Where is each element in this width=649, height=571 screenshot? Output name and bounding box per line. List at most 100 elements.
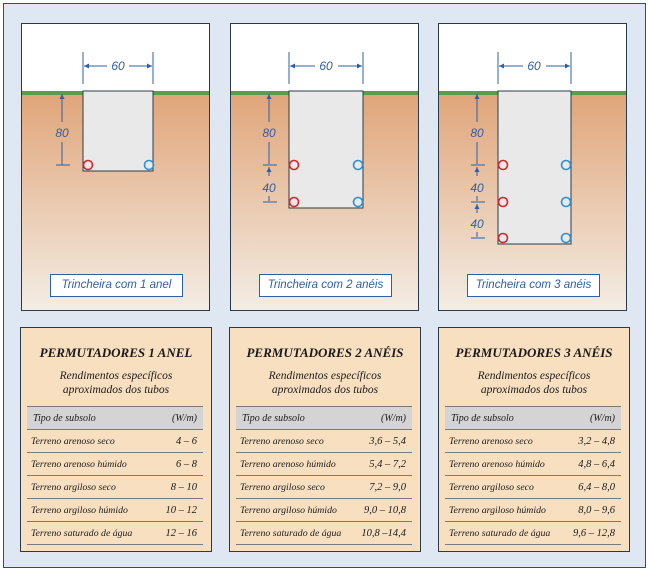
pipe-blue [143, 159, 155, 171]
yield-value: 9,0 – 10,8 [364, 504, 406, 516]
yield-value: 5,4 – 7,2 [369, 458, 406, 470]
table-row: Terreno argiloso seco 8 – 10 [27, 476, 203, 499]
yield-value: 9,6 – 12,8 [573, 527, 615, 539]
dimension-width-label: 60 [319, 59, 333, 73]
card-subtitle-line: aproximados dos tubos [62, 384, 170, 396]
trench [497, 90, 572, 245]
trench-panel-2: 60 80 40 Trincheira com 2 anéis [230, 23, 419, 311]
pipe-red [497, 159, 509, 171]
soil-type: Terreno argiloso húmido [31, 504, 128, 516]
card-subtitle: Rendimentos específicos aproximados dos … [439, 369, 629, 397]
yield-value: 8 – 10 [170, 481, 197, 493]
table-header: Tipo de subsolo (W/m) [236, 406, 412, 430]
trench-diagram-3: 60 80 40 40 [439, 52, 626, 310]
table-header: Tipo de subsolo (W/m) [445, 406, 621, 430]
pipe-red [288, 196, 300, 208]
table-row: Terreno saturado de água 10,8 –14,4 [236, 522, 412, 545]
pipe-red [497, 232, 509, 244]
card-subtitle-line: aproximados dos tubos [480, 384, 588, 396]
trench [82, 90, 154, 172]
yield-value: 3,2 – 4,8 [578, 435, 615, 447]
soil-type: Terreno saturado de água [449, 527, 551, 539]
yield-value: 7,2 – 9,0 [369, 481, 406, 493]
card-subtitle-line: Rendimentos específicos [477, 370, 591, 382]
yield-table: Tipo de subsolo (W/m) Terreno arenoso se… [445, 406, 621, 545]
card-subtitle-line: aproximados dos tubos [271, 384, 379, 396]
soil-type: Terreno arenoso seco [31, 435, 115, 447]
trench [288, 90, 364, 209]
yield-value: 10 – 12 [165, 504, 198, 516]
yield-value: 4 – 6 [176, 435, 197, 447]
panel-caption: Trincheira com 1 anel [50, 274, 183, 297]
soil-type: Terreno saturado de água [31, 527, 133, 539]
trench-panel-1: 60 80 Trincheira com 1 anel [21, 23, 210, 311]
yield-value: 4,8 – 6,4 [578, 458, 615, 470]
pipe-red [497, 196, 509, 208]
exchanger-card-3: PERMUTADORES 3 ANÉIS Rendimentos específ… [438, 327, 630, 552]
soil-type: Terreno arenoso húmido [31, 458, 127, 470]
yield-value: 10,8 –14,4 [361, 527, 406, 539]
panel-caption: Trincheira com 2 anéis [259, 274, 392, 297]
pipe-blue [352, 159, 364, 171]
card-title: PERMUTADORES 3 ANÉIS [455, 345, 613, 360]
yield-table: Tipo de subsolo (W/m) Terreno arenoso se… [27, 406, 203, 545]
card-subtitle: Rendimentos específicos aproximados dos … [21, 369, 211, 397]
table-row: Terreno saturado de água 9,6 – 12,8 [445, 522, 621, 545]
dimension-width-label: 60 [527, 59, 541, 73]
card-subtitle-line: Rendimentos específicos [268, 370, 382, 382]
card-subtitle: Rendimentos específicos aproximados dos … [230, 369, 420, 397]
table-row: Terreno argiloso húmido 9,0 – 10,8 [236, 499, 412, 522]
trench-panel-3: 60 80 40 40 Trincheira com 3 anéis [438, 23, 627, 311]
exchanger-card-2: PERMUTADORES 2 ANÉIS Rendimentos específ… [229, 327, 421, 552]
pipe-blue [560, 196, 572, 208]
dimension-depth-label: 40 [470, 181, 484, 195]
card-title: PERMUTADORES 1 ANEL [39, 345, 193, 360]
column-header-unit: (W/m) [381, 412, 406, 424]
table-row: Terreno argiloso húmido 10 – 12 [27, 499, 203, 522]
card-title: PERMUTADORES 2 ANÉIS [246, 345, 404, 360]
table-row: Terreno arenoso húmido 5,4 – 7,2 [236, 453, 412, 476]
pipe-blue [560, 159, 572, 171]
soil-type: Terreno arenoso húmido [240, 458, 336, 470]
soil-type: Terreno arenoso húmido [449, 458, 545, 470]
card-subtitle-line: Rendimentos específicos [59, 370, 173, 382]
yield-value: 3,6 – 5,4 [369, 435, 406, 447]
column-header-type: Tipo de subsolo [451, 412, 514, 424]
soil-type: Terreno arenoso seco [240, 435, 324, 447]
soil-type: Terreno saturado de água [240, 527, 342, 539]
dimension-width-label: 60 [111, 59, 125, 73]
table-row: Terreno argiloso seco 6,4 – 8,0 [445, 476, 621, 499]
table-row: Terreno arenoso húmido 4,8 – 6,4 [445, 453, 621, 476]
column-header-unit: (W/m) [172, 412, 197, 424]
pipe-blue [560, 232, 572, 244]
soil-type: Terreno argiloso seco [31, 481, 116, 493]
dimension-depth-label: 40 [262, 181, 276, 195]
dimension-depth-label: 80 [55, 126, 69, 140]
figure-frame: 60 80 Trincheira com 1 anel [3, 3, 646, 568]
yield-value: 12 – 16 [165, 527, 198, 539]
yield-value: 8,0 – 9,6 [578, 504, 615, 516]
column-header-type: Tipo de subsolo [33, 412, 96, 424]
yield-table: Tipo de subsolo (W/m) Terreno arenoso se… [236, 406, 412, 545]
table-header: Tipo de subsolo (W/m) [27, 406, 203, 430]
pipe-red [288, 159, 300, 171]
trench-diagram-1: 60 80 [22, 52, 209, 310]
panel-caption: Trincheira com 3 anéis [467, 274, 600, 297]
soil-type: Terreno argiloso seco [449, 481, 534, 493]
pipe-red [82, 159, 94, 171]
soil-type: Terreno argiloso húmido [240, 504, 337, 516]
yield-value: 6,4 – 8,0 [578, 481, 615, 493]
column-header-unit: (W/m) [590, 412, 615, 424]
column-header-type: Tipo de subsolo [242, 412, 305, 424]
dimension-depth-label: 80 [470, 126, 484, 140]
table-row: Terreno saturado de água 12 – 16 [27, 522, 203, 545]
table-row: Terreno argiloso seco 7,2 – 9,0 [236, 476, 412, 499]
pipe-blue [352, 196, 364, 208]
dimension-depth-label: 40 [470, 217, 484, 231]
soil-type: Terreno argiloso seco [240, 481, 325, 493]
exchanger-card-1: PERMUTADORES 1 ANEL Rendimentos específi… [20, 327, 212, 552]
dimension-depth-label: 80 [262, 126, 276, 140]
